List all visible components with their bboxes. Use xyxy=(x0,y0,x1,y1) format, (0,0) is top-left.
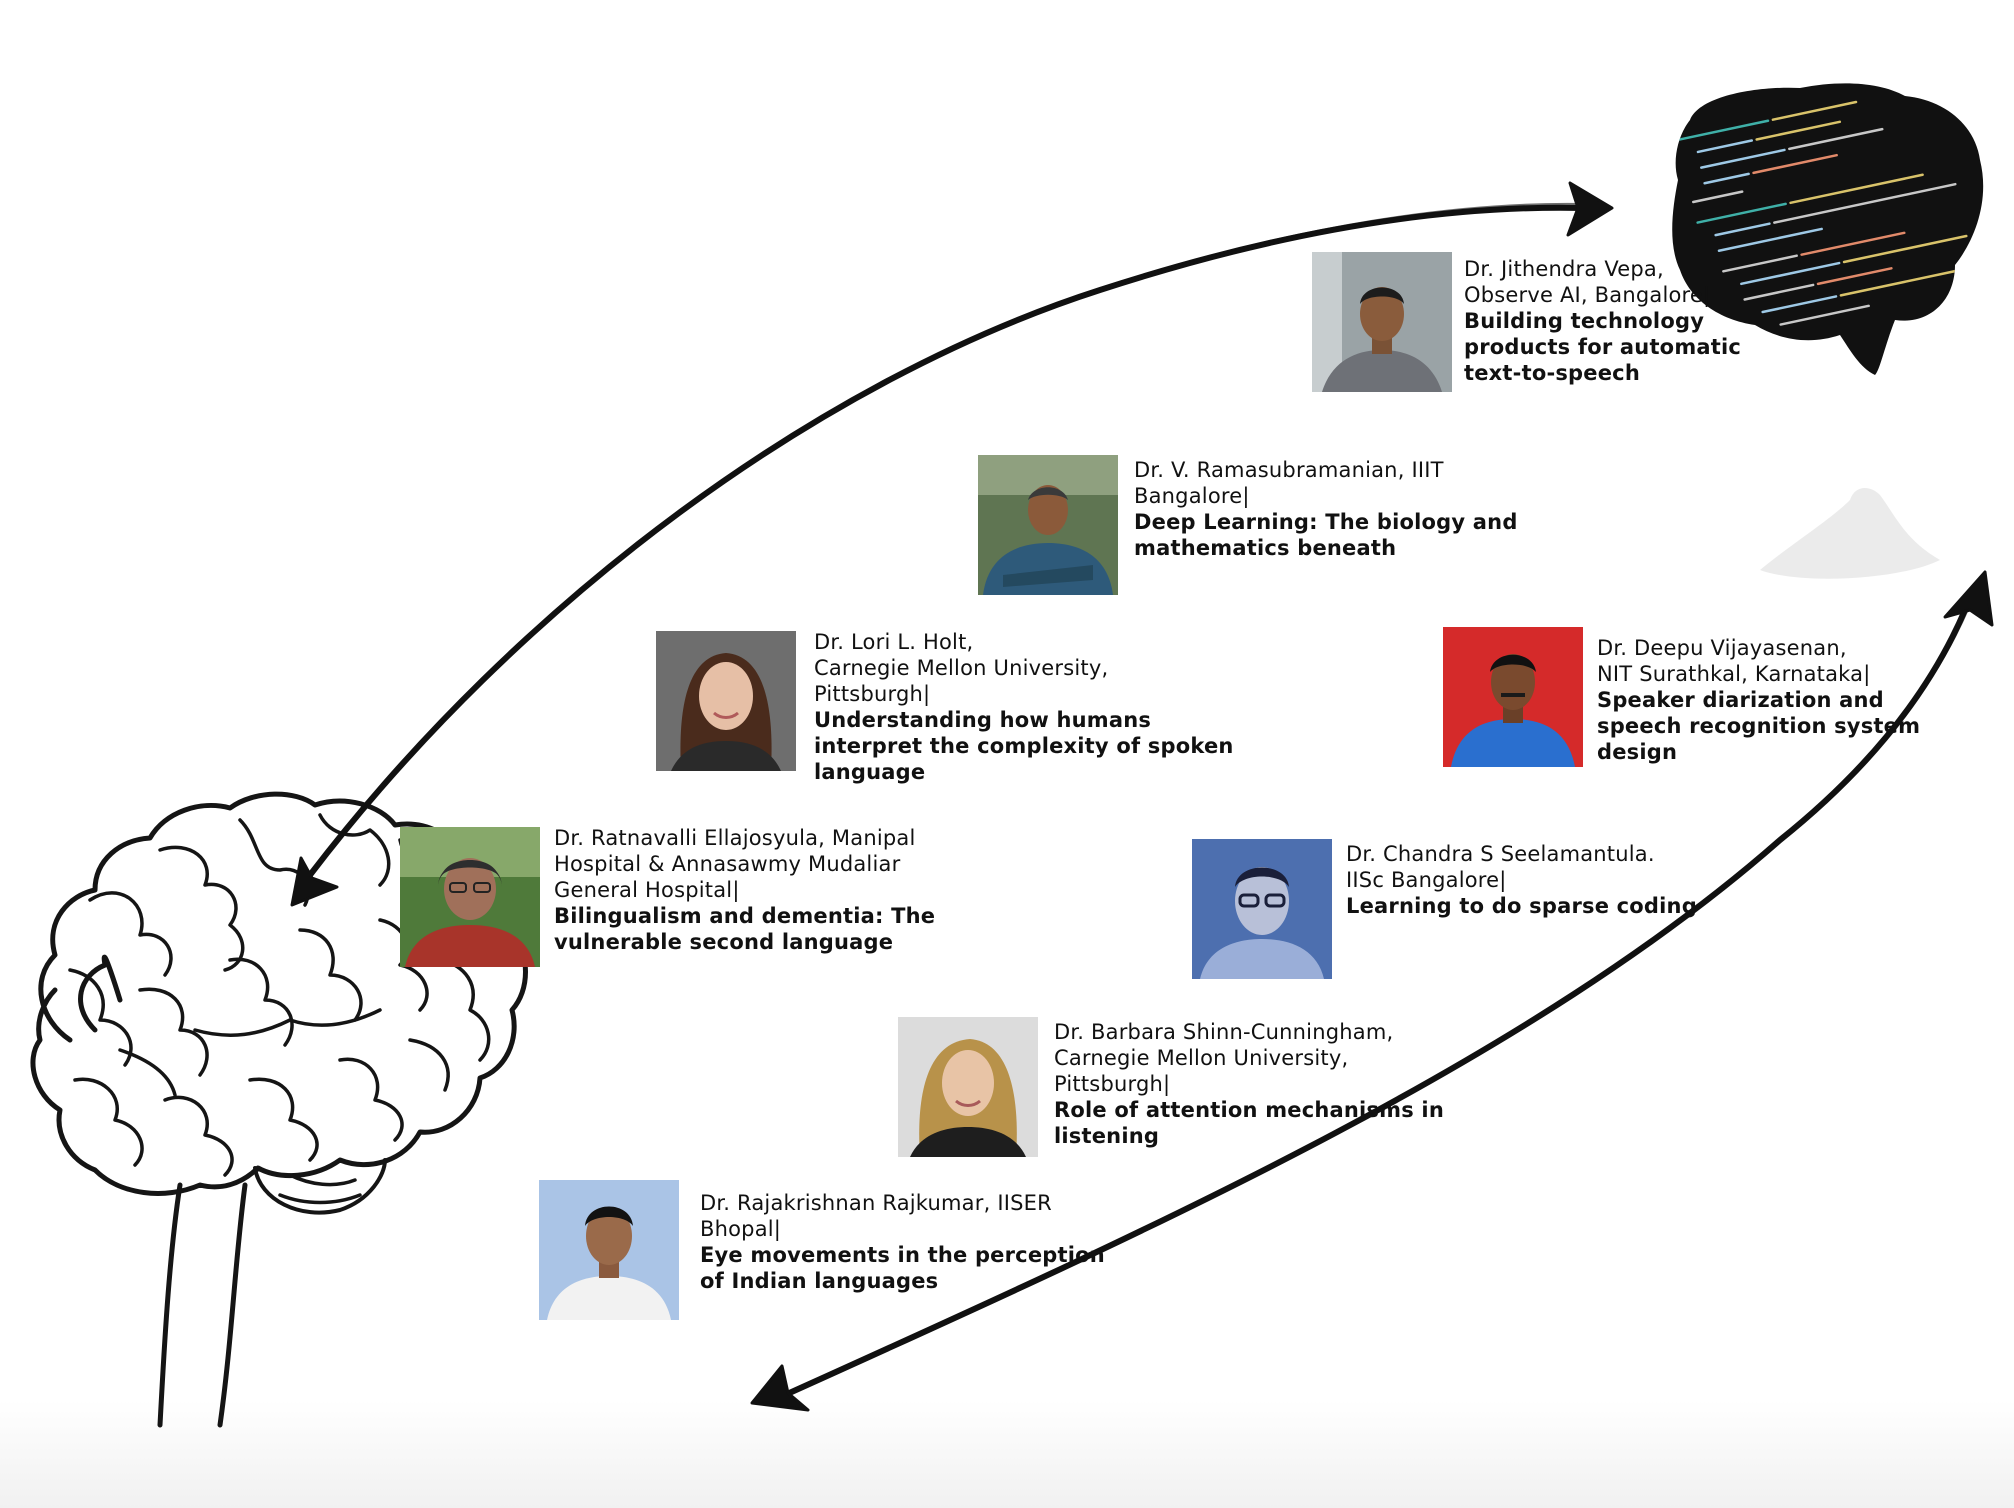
brain-outline xyxy=(30,791,528,1196)
speaker-name-line: Dr. Rajakrishnan Rajkumar, IISER xyxy=(700,1191,1052,1215)
cerebellum xyxy=(253,1158,387,1215)
speaker-photo xyxy=(898,1017,1038,1157)
talk-title-line: of Indian languages xyxy=(700,1269,939,1293)
speaker-photo xyxy=(539,1180,679,1320)
talk-title-line: Speaker diarization and xyxy=(1597,688,1884,712)
speaker-affiliation-line: Pittsburgh| xyxy=(1054,1072,1171,1096)
brain-stem xyxy=(157,1182,248,1428)
speaker-text: Dr. Barbara Shinn-Cunningham, Carnegie M… xyxy=(1054,1019,1444,1149)
arrowhead-upper-left xyxy=(290,856,339,907)
portrait-man-glasses-painted-icon xyxy=(1192,839,1332,979)
floor-reflection xyxy=(0,1400,2014,1508)
talk-title-line: Building technology xyxy=(1464,309,1705,333)
speaker-affiliation-line: Hospital & Annasawmy Mudaliar xyxy=(554,852,901,876)
speaker-text: Dr. Ratnavalli Ellajosyula, Manipal Hosp… xyxy=(554,825,935,955)
talk-title-line: products for automatic xyxy=(1464,335,1742,359)
talk-title-line: mathematics beneath xyxy=(1134,536,1397,560)
speaker-name-line: Dr. Chandra S Seelamantula. xyxy=(1346,842,1655,866)
talk-title-line: Learning to do sparse coding xyxy=(1346,894,1697,918)
arrowheads xyxy=(290,181,1994,1412)
talk-title-line: Role of attention mechanisms in xyxy=(1054,1098,1444,1122)
talk-title-line: interpret the complexity of spoken xyxy=(814,734,1234,758)
talk-title-line: language xyxy=(814,760,926,784)
speaker-affiliation-line: Carnegie Mellon University, xyxy=(814,656,1109,680)
speaker-name-line: Dr. Jithendra Vepa, xyxy=(1464,257,1664,281)
code-brain-reflection xyxy=(1760,488,1940,579)
speaker-text: Dr. Chandra S Seelamantula. IISc Bangalo… xyxy=(1346,841,1697,919)
talk-title-line: Eye movements in the perception xyxy=(700,1243,1105,1267)
portrait-man-red-background-icon xyxy=(1443,627,1583,767)
speaker-affiliation-line: Carnegie Mellon University, xyxy=(1054,1046,1349,1070)
speaker-text: Dr. Deepu Vijayasenan, NIT Surathkal, Ka… xyxy=(1597,635,1920,765)
talk-title-line: listening xyxy=(1054,1124,1160,1148)
speaker-affiliation-line: Observe AI, Bangalore| xyxy=(1464,283,1711,307)
right-brain-illustration xyxy=(1672,83,1984,579)
speaker-affiliation-line: Bangalore| xyxy=(1134,484,1250,508)
speaker-text: Dr. V. Ramasubramanian, IIIT Bangalore| … xyxy=(1134,457,1518,561)
talk-title-line: Bilingualism and dementia: The xyxy=(554,904,936,928)
speaker-photo xyxy=(656,631,796,771)
talk-title-line: speech recognition system xyxy=(1597,714,1921,738)
speaker-name-line: Dr. Ratnavalli Ellajosyula, Manipal xyxy=(554,826,916,850)
arrowhead-upper-right xyxy=(1566,181,1614,237)
speaker-photo xyxy=(1443,627,1583,767)
portrait-woman-blonde-icon xyxy=(898,1017,1038,1157)
portrait-man-white-shirt-icon xyxy=(539,1180,679,1320)
speaker-photo xyxy=(1192,839,1332,979)
portrait-woman-glasses-icon xyxy=(400,827,540,967)
speaker-affiliation-line: Bhopal| xyxy=(700,1217,782,1241)
speaker-name-line: Dr. Deepu Vijayasenan, xyxy=(1597,636,1847,660)
speaker-name-line: Dr. V. Ramasubramanian, IIIT xyxy=(1134,458,1444,482)
speaker-affiliation-line: Pittsburgh| xyxy=(814,682,931,706)
speaker-affiliation-line: IISc Bangalore| xyxy=(1346,868,1507,892)
code-lines xyxy=(1678,100,1975,326)
upper-double-arrow-curve-rough xyxy=(313,202,1584,871)
speaker-text: Dr. Lori L. Holt, Carnegie Mellon Univer… xyxy=(814,629,1234,785)
lower-double-arrow-curve-rough xyxy=(789,606,1970,1392)
portrait-man-arms-crossed-icon xyxy=(978,455,1118,595)
talk-title-line: Deep Learning: The biology and xyxy=(1134,510,1518,534)
talk-title-line: vulnerable second language xyxy=(554,930,894,954)
talk-title-line: Understanding how humans xyxy=(814,708,1152,732)
speaker-photo xyxy=(400,827,540,967)
speaker-affiliation-line: General Hospital| xyxy=(554,878,740,902)
arrows xyxy=(307,202,1970,1398)
speaker-name-line: Dr. Barbara Shinn-Cunningham, xyxy=(1054,1020,1394,1044)
portrait-man-gray-shirt-icon xyxy=(1312,252,1452,392)
speaker-photo xyxy=(1312,252,1452,392)
talk-title-line: text-to-speech xyxy=(1464,361,1640,385)
speaker-name-line: Dr. Lori L. Holt, xyxy=(814,630,974,654)
portrait-woman-brown-hair-icon xyxy=(656,631,796,771)
speaker-text: Dr. Jithendra Vepa, Observe AI, Bangalor… xyxy=(1464,256,1741,386)
speaker-affiliation-line: NIT Surathkal, Karnataka| xyxy=(1597,662,1871,686)
arrowhead-lower-right xyxy=(1943,570,1994,627)
talk-title-line: design xyxy=(1597,740,1678,764)
speaker-photo xyxy=(978,455,1118,595)
arrowhead-lower-left xyxy=(750,1364,810,1412)
speaker-text: Dr. Rajakrishnan Rajkumar, IISER Bhopal|… xyxy=(700,1190,1105,1294)
